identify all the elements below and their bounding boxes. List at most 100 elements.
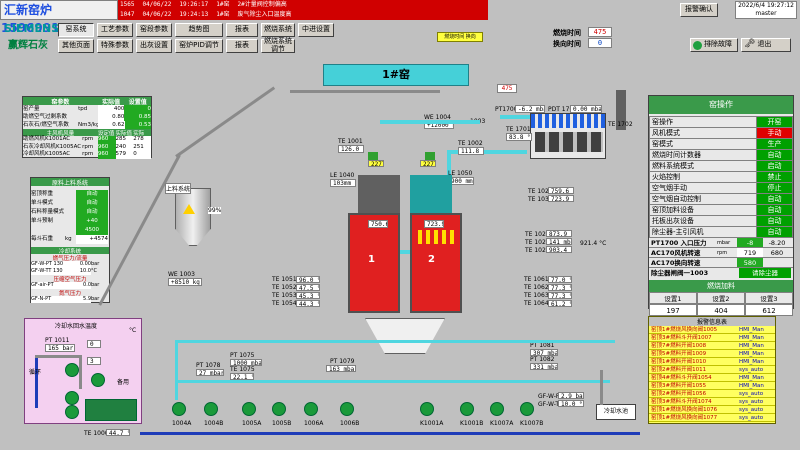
nav-report[interactable]: 报表	[226, 23, 258, 37]
fan-icon[interactable]	[242, 402, 256, 416]
nav-kiln-system[interactable]: 窑系统	[58, 23, 94, 37]
pump-icon[interactable]	[91, 373, 105, 387]
nav-discharge[interactable]: 出灰设置	[136, 39, 172, 53]
cooling-box: 冷却水回水温度 °C PT 1011 165 bar 0 3 循环 备用	[24, 318, 142, 424]
ops-row: 燃烧时间计数器自动	[649, 149, 793, 161]
fan-label: 1006B	[340, 420, 360, 427]
burner-2[interactable]	[425, 152, 435, 164]
fan-label: 1004A	[172, 420, 192, 427]
kiln-zone-2-label: 2	[428, 254, 435, 265]
fan-label: K1007A	[490, 420, 514, 427]
fan-icon[interactable]	[204, 402, 218, 416]
ops-value[interactable]: 自动	[756, 149, 793, 161]
ops-value[interactable]: 自动	[756, 204, 793, 216]
fan-icon[interactable]	[272, 402, 286, 416]
feed-system-label: 上料系统	[165, 183, 192, 194]
ack-button[interactable]: 报警确认	[680, 3, 718, 17]
fan-icon[interactable]	[304, 402, 318, 416]
nav-kiln-section[interactable]: 窑段参数	[136, 23, 172, 37]
ops-row: 窑顶加料设备自动	[649, 204, 793, 216]
ops-value[interactable]: 停止	[756, 182, 793, 194]
alarm-icons	[488, 0, 683, 20]
nav-pid[interactable]: 窑炉PID调节	[175, 39, 223, 53]
burn-time-value: 475	[588, 27, 612, 37]
nav-settings[interactable]: 中进设置	[298, 23, 334, 37]
nav-special[interactable]: 特殊参数	[97, 39, 133, 53]
ops-value[interactable]: 手动	[756, 127, 793, 139]
fan-label: K1007B	[520, 420, 544, 427]
ops-value[interactable]: 启动	[756, 160, 793, 172]
fan-label: 1005A	[242, 420, 262, 427]
dust-collector	[530, 113, 606, 159]
key-icon: 🗝	[744, 39, 756, 50]
fan-label: 1004B	[204, 420, 224, 427]
fan-label: K1001B	[460, 420, 484, 427]
fan-label: 1005B	[272, 420, 292, 427]
pump-icon[interactable]	[65, 391, 79, 405]
fan-icon[interactable]	[420, 402, 434, 416]
logout-button[interactable]: 🗝 退出	[741, 38, 791, 52]
burner-1[interactable]	[368, 152, 378, 164]
nav-report-2[interactable]: 报表	[226, 39, 258, 53]
switch-time-label: 换向时间	[553, 40, 581, 48]
nav-burner-adjust[interactable]: 燃烧系统调节	[261, 37, 295, 53]
fan-icon[interactable]	[340, 402, 354, 416]
fan-icon[interactable]	[172, 402, 186, 416]
nav-other[interactable]: 其他页面	[58, 39, 94, 53]
ops-value[interactable]: 自动	[756, 215, 793, 227]
fuel-title: 燃烧加料	[649, 280, 793, 292]
fan-label: 1006A	[304, 420, 324, 427]
kiln-cooler	[365, 318, 445, 354]
fault-reset-button[interactable]: 排除故障	[690, 38, 738, 52]
ops-title: 窑操作	[649, 96, 793, 114]
valve-button[interactable]: 请除尘器	[739, 268, 791, 278]
ops-value[interactable]: 自动	[756, 193, 793, 205]
fan-icon[interactable]	[460, 402, 474, 416]
kiln-shaft-2	[410, 175, 452, 215]
ops-value[interactable]: 生产	[756, 138, 793, 150]
kiln-title: 1#窑	[323, 64, 469, 86]
user-text: master	[755, 10, 777, 17]
nav-burner[interactable]: 燃烧系统	[261, 23, 295, 37]
feed-mode[interactable]: 自动	[76, 190, 108, 199]
ops-value[interactable]: 开窑	[756, 116, 793, 128]
ops-row: 风机模式手动	[649, 127, 793, 139]
alarm-list-title: 报警信息表	[649, 317, 775, 326]
water-tank	[85, 399, 137, 421]
ops-value[interactable]: 自动	[756, 226, 793, 238]
weigh-hopper	[175, 188, 211, 246]
nav-process-params[interactable]: 工艺参数	[97, 23, 133, 37]
fan-icon[interactable]	[520, 402, 534, 416]
company-name: 赢辉石灰	[8, 40, 48, 51]
datetime-text: 2022/6/4 19:27:12	[738, 2, 794, 9]
ops-row: 燃料系统模式启动	[649, 160, 793, 172]
pump-icon[interactable]	[65, 405, 79, 419]
params-title: 窑参数	[51, 99, 70, 106]
nav-trend[interactable]: 趋势图	[175, 23, 223, 37]
kiln-zone-2	[410, 213, 462, 313]
ops-value[interactable]: 禁止	[756, 171, 793, 183]
pump-icon[interactable]	[65, 363, 79, 377]
fan-icon[interactable]	[490, 402, 504, 416]
